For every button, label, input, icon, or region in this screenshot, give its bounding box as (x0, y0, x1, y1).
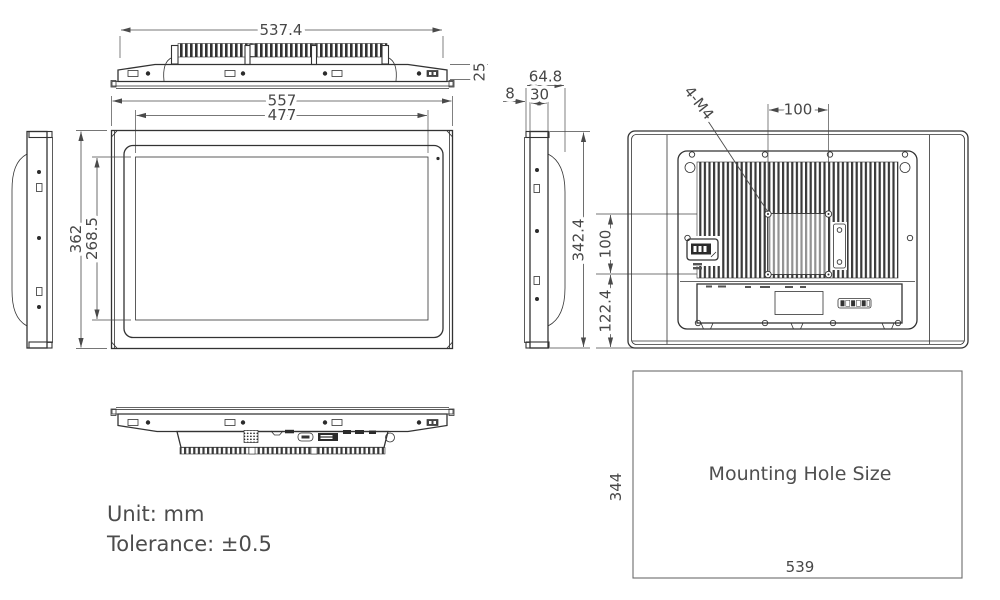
dim-label-539: 539 (786, 558, 815, 576)
mounting-hole-diagram: Mounting Hole Size 344 539 (604, 370, 963, 580)
rear-corner-hole-left (684, 162, 696, 173)
rear-osd-buttons (837, 298, 872, 309)
dim-front-overall-width: 557 (111, 88, 453, 126)
left-side-front-flange (46, 137, 53, 343)
dim-label-557: 557 (268, 92, 297, 110)
dim-label-268-5: 268.5 (83, 217, 101, 260)
rear-view: 100 4-M4 100 122.4 (593, 79, 969, 349)
dim-label-vesa-v-100: 100 (597, 230, 615, 259)
top-view: 537.4 (110, 18, 492, 89)
center-side-view: 64.8 8 30 342.4 (502, 64, 591, 349)
dim-label-30: 30 (530, 86, 549, 104)
dim-label-362: 362 (67, 225, 85, 254)
left-side-view (11, 130, 53, 349)
top-chassis-body (110, 63, 455, 89)
left-side-rear-bulge (11, 153, 28, 327)
speaker-vent (243, 430, 259, 443)
mounting-cutout-rect (632, 370, 963, 579)
left-side-body (26, 130, 48, 349)
dim-front-cutout-width: 477 (135, 103, 429, 153)
rear-port-marks (706, 285, 806, 288)
dim-side-overall-height: 342.4 (550, 131, 591, 349)
dim-rear-vesa-vertical: 100 (593, 215, 618, 273)
bottom-heatsink-fins (179, 447, 386, 455)
rear-bottom-panel (680, 281, 915, 330)
dim-label-64-8: 64.8 (529, 68, 562, 86)
dim-front-overall-height: 362 (64, 130, 107, 349)
vga-port (297, 432, 314, 442)
bottom-view (110, 407, 455, 455)
vesa-hole (764, 270, 772, 279)
dim-label-344: 344 (607, 473, 625, 502)
drawing-notes: Unit: mm Tolerance: ±0.5 (106, 502, 272, 556)
side-front-flange (524, 137, 531, 343)
dvi-port (318, 433, 338, 441)
dim-side-body-depth: 30 (526, 82, 553, 132)
vesa-hole (824, 270, 833, 279)
top-heatsink-fins (177, 43, 388, 58)
dim-label-8: 8 (505, 85, 515, 103)
bottom-io-cover (176, 429, 395, 449)
rear-power-terminal (686, 238, 719, 270)
mounting-title: Mounting Hole Size (709, 463, 892, 485)
rear-heatsink-fins (684, 161, 899, 279)
dim-top-overall-width: 537.4 (119, 18, 444, 58)
thumb-screw (385, 432, 395, 443)
dim-rear-vesa-horizontal: 100 (767, 97, 829, 211)
side-body (529, 130, 549, 349)
dim-front-cutout-height: 268.5 (80, 156, 131, 321)
dim-side-bezel-depth: 8 (502, 81, 525, 106)
dim-label-342-4: 342.4 (570, 219, 588, 262)
bottom-chassis-body (117, 413, 448, 433)
dim-side-overall-depth: 64.8 (525, 64, 566, 152)
rear-label-area (774, 291, 824, 315)
front-bezel (110, 129, 454, 350)
top-screw-dots (145, 71, 422, 76)
front-sensor-dot (436, 156, 440, 161)
vesa-bracket-plate (833, 223, 846, 269)
vesa-hole (824, 210, 833, 218)
note-unit: Unit: mm (107, 502, 204, 526)
dim-label-122-4: 122.4 (597, 290, 615, 333)
dim-top-edge-height: 25 (450, 59, 492, 85)
dim-label-4-m4: 4-M4 (680, 83, 717, 124)
top-vent-slots (127, 70, 439, 77)
dim-label-477: 477 (268, 106, 297, 124)
rear-outer-frame (627, 130, 969, 349)
side-rear-bulge (547, 153, 566, 327)
bottom-notch (270, 430, 284, 436)
dim-rear-vesa-bottom-offset: 122.4 (593, 275, 618, 347)
dim-label-25: 25 (471, 62, 489, 81)
note-tolerance: Tolerance: ±0.5 (106, 532, 272, 556)
dim-label-537-4: 537.4 (260, 21, 303, 39)
rear-corner-hole-right (899, 162, 911, 173)
front-view: 557 477 362 268.5 (64, 88, 454, 350)
front-display-bezel-opening (123, 144, 444, 339)
bottom-vent-slots (127, 419, 439, 426)
front-display-active-area (135, 156, 429, 321)
dim-label-vesa-h-100: 100 (784, 101, 813, 119)
